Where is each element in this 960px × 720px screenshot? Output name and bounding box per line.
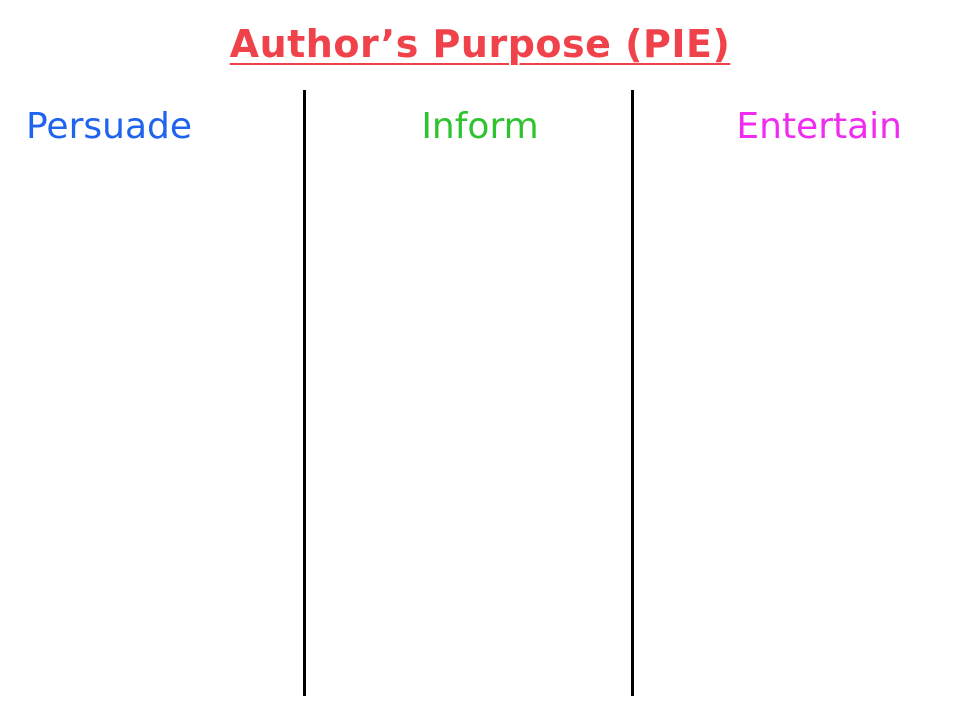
column-heading-inform: Inform xyxy=(421,106,539,147)
page-title: Author’s Purpose (PIE) xyxy=(0,18,960,70)
column-heading-persuade: Persuade xyxy=(26,106,193,147)
column-divider-left xyxy=(303,90,306,696)
page-title-text: Author’s Purpose (PIE) xyxy=(229,22,731,66)
column-heading-entertain: Entertain xyxy=(736,106,902,147)
column-divider-right xyxy=(631,90,634,696)
